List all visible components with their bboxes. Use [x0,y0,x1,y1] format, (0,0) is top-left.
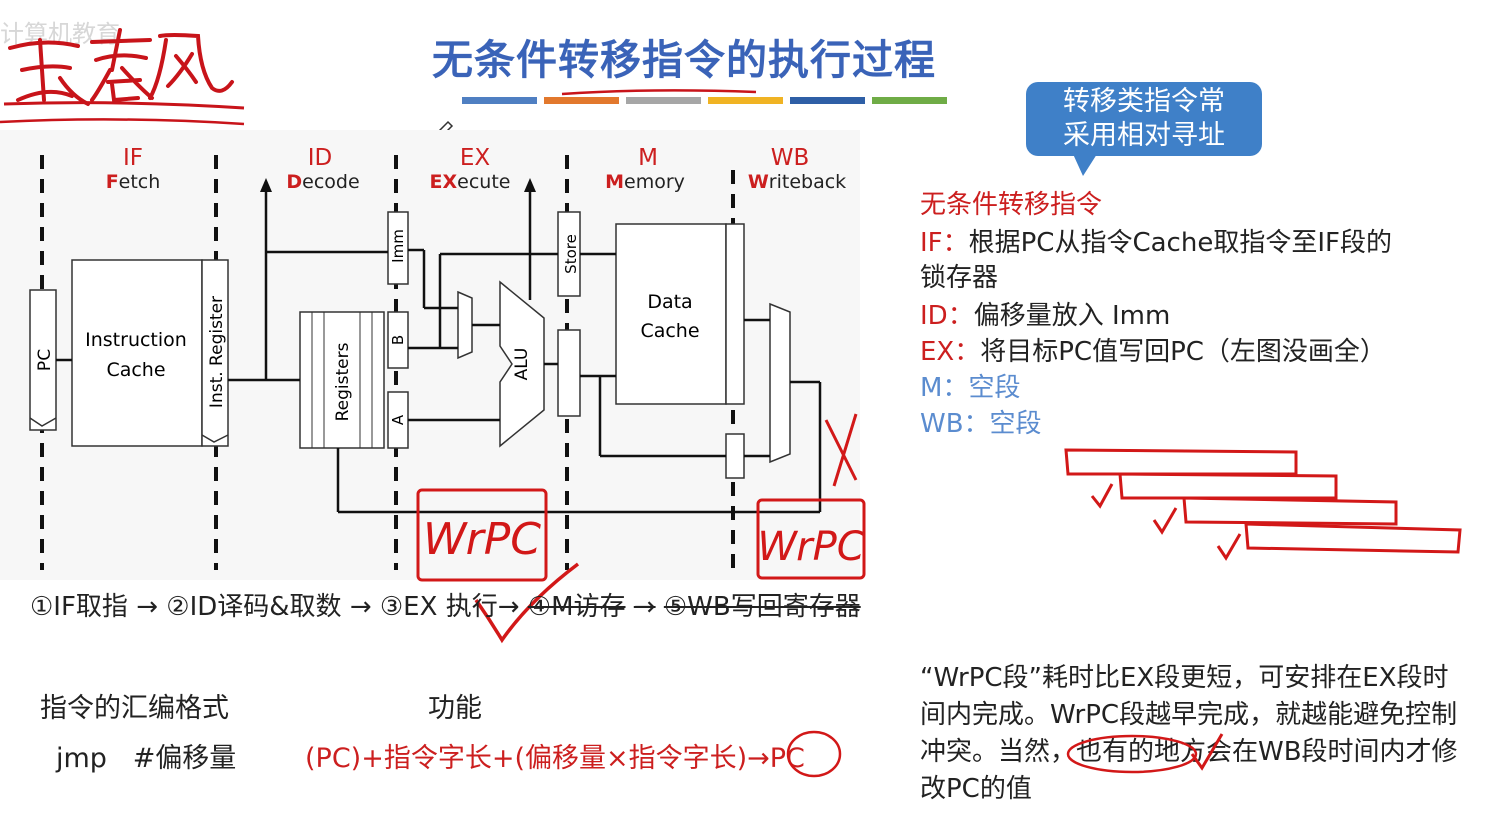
registers-label: Registers [333,342,353,421]
stage-m-full: Memory [605,171,685,193]
dcache-label-1: Data [647,291,692,313]
b-latch: B [387,311,409,369]
alu-input-mux [457,290,473,360]
mem-latch [725,223,745,405]
note-paragraph: “WrPC段”耗时比EX段更短，可安排在EX段时间内完成。WrPC段越早完成，就… [920,663,1458,804]
title-color-bar [626,97,701,104]
flow-step-id: ②ID译码&取数 [166,592,342,622]
stage-header-id: ID Decode [286,145,359,193]
wrpc-ex-label: WrPC [423,514,541,565]
stage-header-if: IF Fetch [106,145,161,193]
flow-arrow-4: → [633,592,656,622]
step-id: ID：偏移量放入 Imm [920,301,1171,331]
flow-arrow-1: → [136,592,158,622]
asm-instruction: jmp #偏移量 [56,743,237,774]
icache-label-1: Instruction [85,329,187,351]
flow-step-ex: ③EX 执行 [379,592,498,622]
pc-circle-mark [786,730,842,778]
title-color-bar [708,97,783,104]
register-file: Registers [299,311,385,449]
stage-header-ex: EX EXecute [430,145,511,193]
step-if: IF：根据PC从指令Cache取指令至IF段的 [920,228,1392,258]
wrpc-wb-label: WrPC [757,524,864,570]
bubble-line-2: 采用相对寻址 [1063,120,1225,151]
wrpc-ex-box [416,488,548,582]
stage-if-name: IF [123,145,143,171]
pipeline-sketch [1064,448,1462,561]
stage-ex-name: EX [460,145,491,171]
bubble-line-1: 转移类指令常 [1063,86,1225,117]
note-check-mark [1190,733,1224,771]
data-cache [615,223,727,405]
control-hazard-circle [1066,734,1198,774]
signature [0,28,245,126]
stage-id-name: ID [308,145,333,171]
callout-bubble-tail [1073,154,1097,176]
step-m: M：空段 [920,373,1021,403]
svg-text:Store: Store [562,234,580,274]
title-underline-stroke [561,89,757,96]
stage-wb-full: Writeback [748,171,846,193]
svg-text:A: A [389,414,407,425]
page-title: 无条件转移指令的执行过程 [432,36,936,84]
stage-if-full: Fetch [106,171,161,193]
step-wb: WB：空段 [920,409,1042,439]
title-color-bar [462,97,537,104]
wb-mux [769,302,791,464]
pipeline-diagram: IF Fetch ID Decode EX EXecute M Memory W… [0,130,866,582]
flow-step-m: ④M访存 [527,592,626,622]
wire-arrowheads [260,178,536,192]
wrpc-wb-box [756,498,866,580]
function-label: 功能 [428,693,482,724]
inst-register-label: Inst. Register [207,296,227,408]
icache-label-2: Cache [106,359,165,381]
instruction-cache [71,259,203,447]
dcache-label-2: Cache [640,320,699,342]
callout-bubble: 转移类指令常 采用相对寻址 [1026,82,1262,156]
pc-latch [29,289,57,431]
flow-arrow-3: → [497,592,520,622]
pipeline-flow: ①IF取指 → ②ID译码&取数 → ③EX 执行→ ④M访存 → ⑤WB写回寄… [30,586,861,623]
stage-ex-full: EXecute [430,171,511,193]
alu [499,280,545,448]
flow-step-wb: ⑤WB写回寄存器 [663,592,861,622]
step-if-cont: 锁存器 [920,263,999,293]
steps-heading: 无条件转移指令 [920,190,1103,220]
inst-register [201,259,229,447]
stage-wb-name: WB [771,145,810,171]
stage-m-name: M [638,145,658,171]
stage-id-full: Decode [286,171,359,193]
svg-text:B: B [389,335,407,345]
pc-label: PC [35,349,55,371]
alu-output-latch [557,329,581,417]
wb-latch [725,433,745,479]
function-expression: (PC)+指令字长+(偏移量×指令字长)→PC [305,743,805,774]
title-color-bar [544,97,619,104]
title-color-bar [790,97,865,104]
flow-step-if: ①IF取指 [30,592,128,622]
store-latch: Store [557,211,581,297]
step-ex: EX：将目标PC值写回PC（左图没画全） [920,337,1386,367]
flow-arrow-2: → [349,592,372,622]
title-color-bar [872,97,947,104]
cross-mark [824,413,858,487]
alu-label: ALU [512,348,532,381]
asm-format-label: 指令的汇编格式 [40,693,229,724]
check-mark [474,562,580,644]
svg-text:Imm: Imm [389,229,407,263]
imm-latch: Imm [387,211,409,285]
stage-header-wb: WB Writeback [748,145,846,193]
stage-header-m: M Memory [605,145,685,193]
a-latch: A [387,391,409,449]
